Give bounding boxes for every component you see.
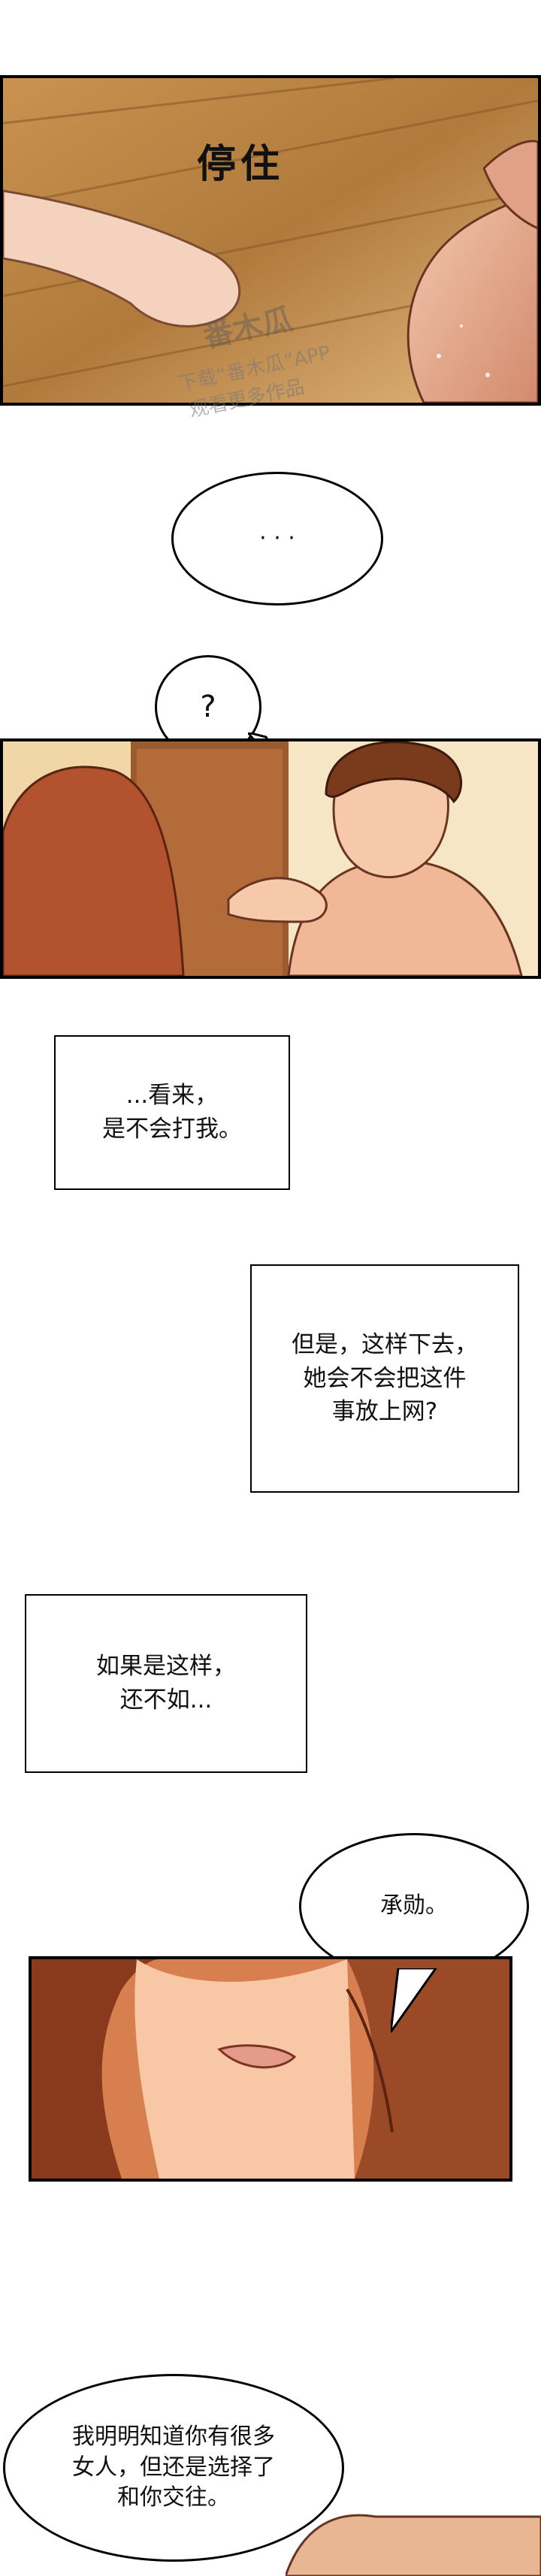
bubble-question-text: ? bbox=[200, 690, 216, 724]
bubble-name-text: 承勋。 bbox=[380, 1892, 448, 1919]
panel-woman-closeup bbox=[29, 1956, 512, 2182]
panel-fist: 停住 番木瓜 bbox=[0, 75, 541, 406]
speech-bubble-name: 承勋。 bbox=[299, 1833, 529, 1980]
panel-woman-man bbox=[0, 738, 541, 979]
speech-bubble-final: 我明明知道你有很多 女人，但还是选择了 和你交往。 bbox=[3, 2374, 344, 2562]
speech-bubble-ellipsis: · · · bbox=[171, 472, 383, 605]
panel-fist-art bbox=[3, 78, 538, 403]
sfx-stop-text: 停住 bbox=[197, 142, 285, 187]
narration-box-2: 但是，这样下去， 她会不会把这件 事放上网? bbox=[250, 1264, 519, 1493]
bubble-final-text: 我明明知道你有很多 女人，但还是选择了 和你交往。 bbox=[72, 2423, 275, 2511]
bubble-name-tail bbox=[391, 1968, 437, 2033]
panel-woman-man-art bbox=[3, 741, 538, 976]
narration-box-3: 如果是这样， 还不如... bbox=[25, 1594, 307, 1773]
bottom-partial-art bbox=[286, 2514, 541, 2576]
narration-box-1: ...看来， 是不会打我。 bbox=[54, 1035, 290, 1190]
bubble-ellipsis-text: · · · bbox=[259, 524, 295, 551]
panel-woman-closeup-art bbox=[32, 1959, 509, 2179]
